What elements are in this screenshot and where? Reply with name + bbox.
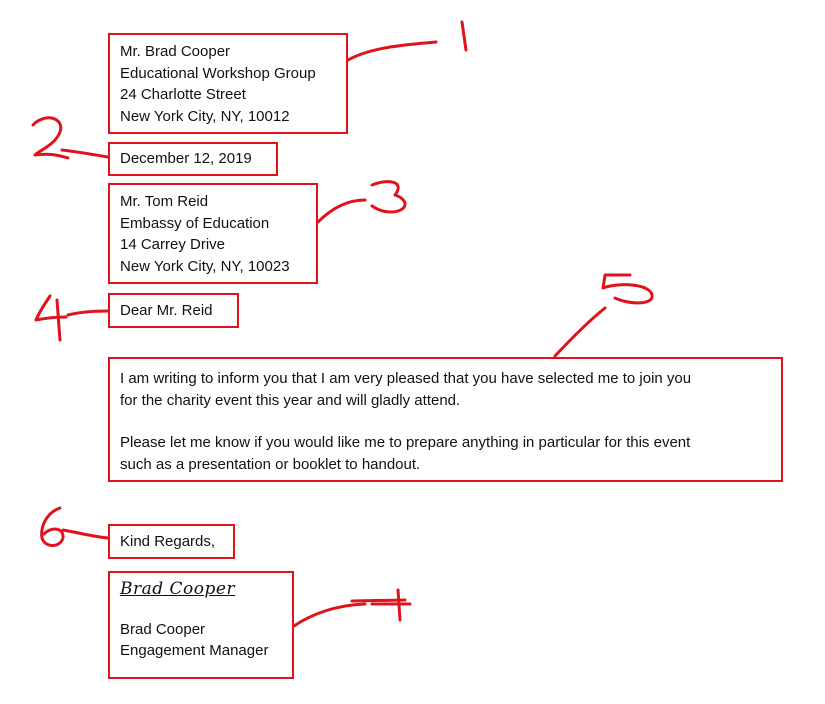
recipient-city: New York City, NY, 10023 — [120, 257, 290, 275]
sender-organization: Educational Workshop Group — [120, 64, 316, 82]
recipient-organization: Embassy of Education — [120, 214, 270, 232]
signer-title: Engagement Manager — [120, 642, 269, 659]
salutation: Dear Mr. Reid — [120, 302, 213, 319]
sender-city: New York City, NY, 10012 — [120, 107, 290, 125]
recipient-name: Mr. Tom Reid — [120, 193, 209, 210]
annotation-5 — [553, 273, 654, 358]
annotation-7 — [292, 588, 412, 628]
recipient-street: 14 Carrey Drive — [120, 236, 226, 253]
letter-date: December 12, 2019 — [120, 150, 252, 167]
body-paragraph-1-line-2: for the charity event this year and will… — [120, 391, 461, 409]
handwritten-signature: Brad Cooper — [120, 579, 236, 599]
recipient-address-box: Mr. Tom Reid Embassy of Education 14 Car… — [108, 183, 318, 284]
body-paragraph-2-line-1: Please let me know if you would like me … — [120, 434, 691, 451]
annotation-4 — [34, 294, 110, 342]
body-paragraph-2-line-2: such as a presentation or booklet to han… — [120, 455, 421, 473]
signer-name: Brad Cooper — [120, 620, 206, 638]
annotation-3 — [316, 180, 407, 224]
annotation-6 — [40, 506, 110, 547]
annotation-1 — [346, 20, 468, 62]
closing: Kind Regards, — [120, 533, 216, 550]
date-box: December 12, 2019 — [108, 142, 278, 176]
body-paragraph-1-line-1: I am writing to inform you that I am ver… — [120, 370, 692, 387]
annotation-2 — [31, 116, 110, 160]
closing-box: Kind Regards, — [108, 524, 235, 559]
sender-street: 24 Charlotte Street — [120, 86, 246, 103]
sender-name: Mr. Brad Cooper — [120, 43, 231, 60]
body-box: I am writing to inform you that I am ver… — [108, 357, 783, 482]
sender-address-box: Mr. Brad Cooper Educational Workshop Gro… — [108, 33, 348, 134]
